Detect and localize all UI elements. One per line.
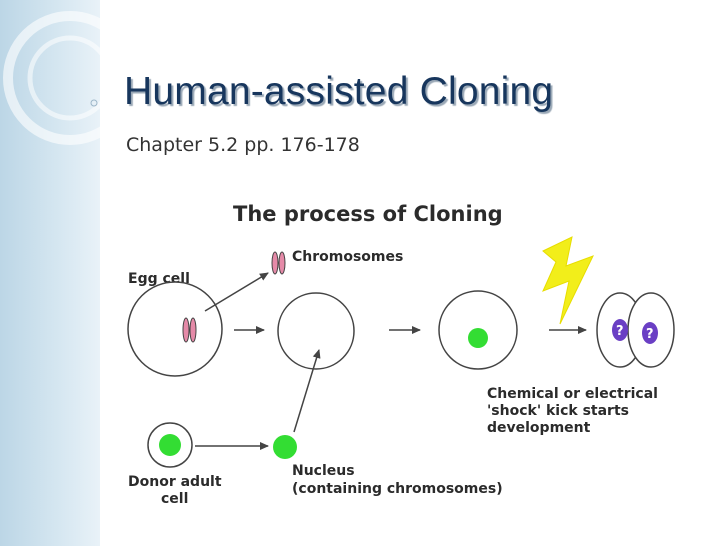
nucleus-insert-arrow (293, 349, 321, 433)
lightning-bolt-icon (542, 236, 594, 325)
nucleus-label-line-1: Nucleus (292, 463, 355, 479)
empty-egg-cell (277, 292, 355, 370)
two-cell-embryo: ? ? (596, 292, 675, 368)
slide-subtitle: Chapter 5.2 pp. 176-178 (126, 134, 360, 156)
egg-cell (127, 281, 223, 377)
egg-chromosomes (182, 317, 197, 343)
slide-title: Human-assisted Cloning (124, 70, 554, 113)
shock-label-line-1: Chemical or electrical (487, 386, 658, 402)
embryo-cell-mark-1: ? (616, 324, 624, 339)
extract-chromosome-arrow (204, 272, 269, 312)
transferred-nucleus (468, 328, 488, 348)
nucleus-label-line-2: (containing chromosomes) (292, 481, 503, 497)
donor-label-line-1: Donor adult (128, 474, 222, 490)
removed-chromosomes (271, 251, 286, 275)
decorative-dot (90, 99, 98, 107)
decorative-sidebar (0, 0, 137, 546)
donor-label-line-2: cell (161, 491, 188, 507)
shock-label-line-3: development (487, 420, 591, 436)
chromosomes-label: Chromosomes (292, 249, 403, 265)
donor-nucleus (159, 434, 181, 456)
extracted-nucleus (273, 435, 297, 459)
shock-label-line-2: 'shock' kick starts (487, 403, 629, 419)
embryo-cell-mark-2: ? (646, 327, 654, 342)
diagram-heading: The process of Cloning (233, 202, 503, 226)
